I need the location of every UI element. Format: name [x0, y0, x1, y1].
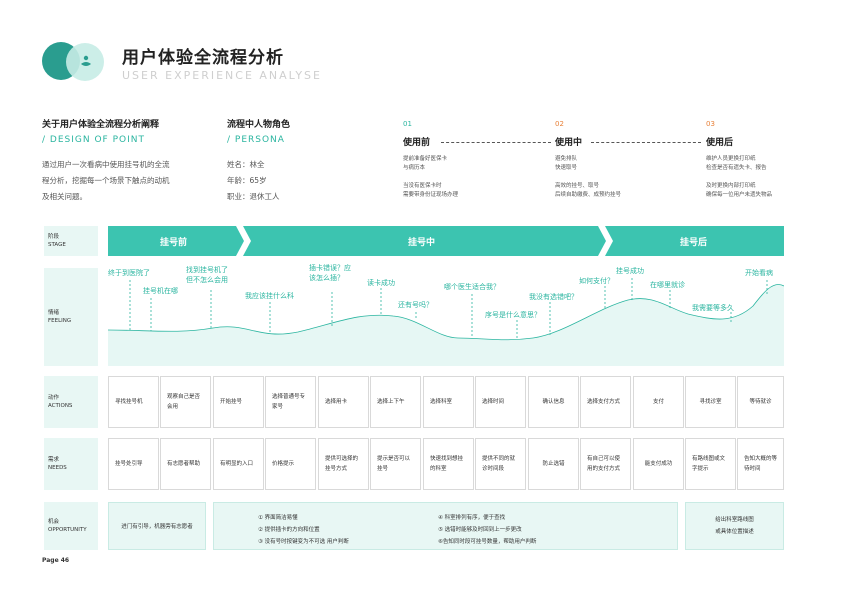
need-card: 有自己可以使用的支付方式	[580, 438, 631, 490]
need-card: 防止选错	[528, 438, 579, 490]
action-card: 等待就诊	[737, 376, 784, 428]
need-card: 快速找到想挂的科室	[423, 438, 474, 490]
page-number: Page 46	[42, 557, 70, 564]
feeling-5: 插卡错误？应 该怎么插？	[309, 264, 351, 282]
action-card: 选择科室	[423, 376, 474, 428]
persona-text: 姓名：林全年龄：65岁职业：退休工人	[227, 160, 280, 201]
feeling-1: 终于到医院了	[108, 269, 150, 277]
persona-heading: 流程中人物角色	[227, 120, 291, 130]
action-card: 选择时间	[475, 376, 526, 428]
stage-name-before: 使用前	[403, 138, 431, 148]
action-card: 选择支付方式	[580, 376, 631, 428]
feeling-6: 读卡成功	[367, 279, 395, 287]
stage-during-desc: 避免排队快速取号 高效的挂号、取号后续自助缴费、成预约挂号	[555, 156, 622, 198]
feeling-8: 哪个医生适合我？	[444, 283, 500, 291]
feeling-12: 挂号成功	[616, 267, 644, 275]
need-card: 能支付成功	[633, 438, 684, 490]
about-heading: 关于用户体验全流程分析阐释	[42, 120, 160, 130]
stage-bar-before: 挂号前	[160, 238, 188, 248]
feeling-labels: 终于到医院了 挂号机在哪 找到挂号机了 但不怎么会用 我应该挂什么科 插卡错误？…	[108, 264, 784, 366]
need-card: 有路线图或文字提示	[685, 438, 736, 490]
need-card: 有志愿者帮助	[160, 438, 211, 490]
need-card: 提供不同的就诊时间段	[475, 438, 526, 490]
stage-bar-after: 挂号后	[680, 238, 708, 248]
need-card: 告知大概的等待时间	[737, 438, 784, 490]
logo-icon	[81, 55, 91, 66]
feeling-7: 还有号吗？	[398, 301, 433, 309]
action-card: 开始挂号	[213, 376, 264, 428]
feeling-14: 我需要等多久	[692, 304, 734, 312]
feeling-9: 序号是什么意思？	[485, 311, 541, 319]
need-card: 提示是否可以挂号	[370, 438, 421, 490]
about-accent: / DESIGN OF POINT	[42, 135, 145, 145]
feeling-4: 我应该挂什么科	[245, 292, 294, 300]
stage-name-during: 使用中	[555, 138, 583, 148]
feeling-3: 找到挂号机了 但不怎么会用	[186, 266, 228, 284]
action-card: 寻找挂号机	[108, 376, 159, 428]
stage-bar-during: 挂号中	[408, 238, 436, 248]
action-card: 选择用卡	[318, 376, 369, 428]
page-title: 用户体验全流程分析	[122, 48, 284, 68]
need-card: 价格提示	[265, 438, 316, 490]
feeling-13: 在哪里就诊	[650, 281, 685, 289]
feeling-11: 如何支付？	[579, 277, 614, 285]
opportunity-left: 进门有引导，机器旁有志愿者	[108, 502, 206, 550]
feeling-curve	[108, 278, 784, 366]
stage-name-after: 使用后	[706, 138, 734, 148]
action-card: 寻找诊室	[685, 376, 736, 428]
action-card: 支付	[633, 376, 684, 428]
stage-overview: 01 使用前 02 使用中 03 使用后 提前准备好医保卡与病历本 当没有医保卡…	[403, 120, 773, 198]
need-card: 提供可选择的挂号方式	[318, 438, 369, 490]
opportunity-middle: ① 界面简洁易懂 ② 提供插卡的方向和位置 ③ 没有号时按键变为不可选 用户判断…	[213, 502, 678, 550]
feeling-10: 我没有选错吧？	[529, 293, 578, 301]
stage-bar	[108, 226, 784, 256]
need-card: 有明显的入口	[213, 438, 264, 490]
action-card: 选择上下午	[370, 376, 421, 428]
action-card: 观察自己是否会用	[160, 376, 211, 428]
feeling-2: 挂号机在哪	[143, 287, 178, 295]
page-subtitle: USER EXPERIENCE ANALYSE	[122, 69, 322, 82]
action-card: 选择普通号专家号	[265, 376, 316, 428]
about-text: 通过用户一次看病中使用挂号机的全流程分析，挖掘每一个场景下触点的动机及相关问题。	[42, 160, 170, 201]
feeling-15: 开始看病	[745, 269, 773, 277]
action-card: 确认信息	[528, 376, 579, 428]
stage-after-desc: 维护人员更换打印纸检查是否有遗失卡、报告 及时更换内部打印纸确保每一位用户未遗失…	[706, 156, 773, 198]
logo-circle-light	[66, 43, 104, 81]
need-card: 挂号处引导	[108, 438, 159, 490]
opportunity-right: 给出科室路线图 或具体位置描述	[685, 502, 784, 550]
stage-before-desc: 提前准备好医保卡与病历本 当没有医保卡时需要带身份证现场办理	[403, 156, 459, 198]
persona-accent: / PERSONA	[227, 135, 285, 145]
